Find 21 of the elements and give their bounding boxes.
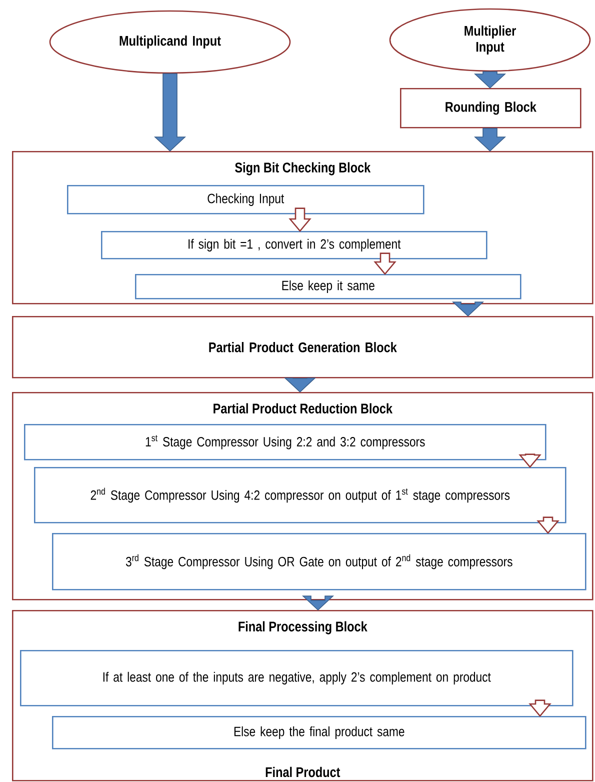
block-arrow	[154, 73, 186, 152]
process-box: If sign bit =1 , convert in 2’s complement	[101, 231, 488, 260]
hollow-arrow	[528, 700, 552, 718]
hollow-arrow	[374, 252, 396, 276]
hollow-arrow	[288, 208, 312, 232]
process-box: 3$^{rd}$ Stage Compressor Using OR Gate on output of 2$^{nd}$ stage compressors	[52, 533, 586, 590]
block-arrow	[284, 378, 316, 393]
process-box: 1$^{st}$ Stage Compressor Using 2:2 and 3:2 compressors	[24, 424, 546, 460]
process-box: Else keep it same	[135, 274, 522, 300]
hollow-arrow	[518, 454, 542, 468]
block-arrow	[474, 71, 506, 89]
block-arrow	[452, 302, 484, 317]
hollow-arrow	[536, 516, 560, 534]
process-box: 2$^{nd}$ Stage Compressor Using 4:2 compressor on output of 1$^{st}$ stage compressors	[34, 467, 566, 524]
process-box: Else keep the final product same	[52, 716, 586, 750]
process-box: Rounding Block	[400, 88, 582, 128]
process-box: Partial Product Generation Block	[12, 316, 594, 378]
process-box: If at least one of the inputs are negative, apply 2’s complement on product	[20, 650, 574, 706]
block-arrow	[474, 128, 506, 152]
process-box: Checking Input	[67, 185, 424, 214]
block-arrow	[302, 596, 334, 611]
